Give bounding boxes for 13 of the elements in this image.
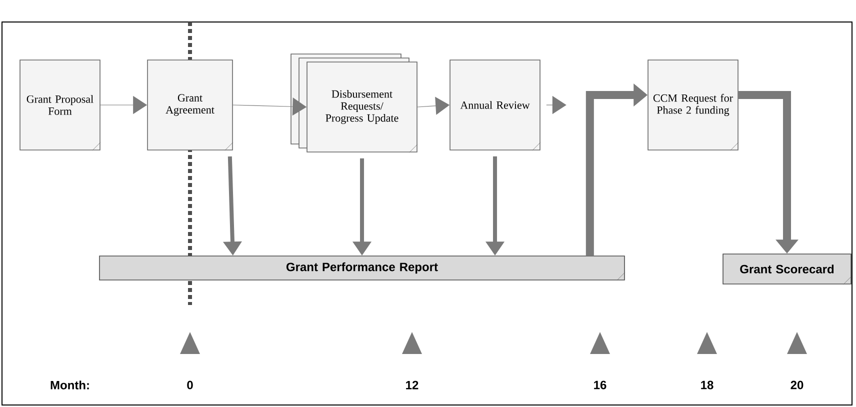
timeline-label: Month:: [50, 380, 89, 390]
report-banner: Grant Performance Report: [99, 256, 626, 281]
scorecard-box: Grant Scorecard: [722, 254, 852, 285]
month-number: 18: [701, 380, 714, 390]
document-box: Grant Proposal Form: [20, 60, 101, 151]
month-number: 12: [406, 380, 418, 390]
document-box: Annual Review: [450, 60, 541, 151]
document-stack: Disbursement Requests/ Progress Update: [290, 54, 418, 153]
month-number: 16: [594, 380, 606, 390]
month-number: 0: [187, 380, 193, 390]
document-box: CCM Request for Phase 2 funding: [648, 60, 739, 151]
document-box: Grant Agreement: [147, 60, 234, 151]
month-number: 20: [790, 380, 804, 390]
